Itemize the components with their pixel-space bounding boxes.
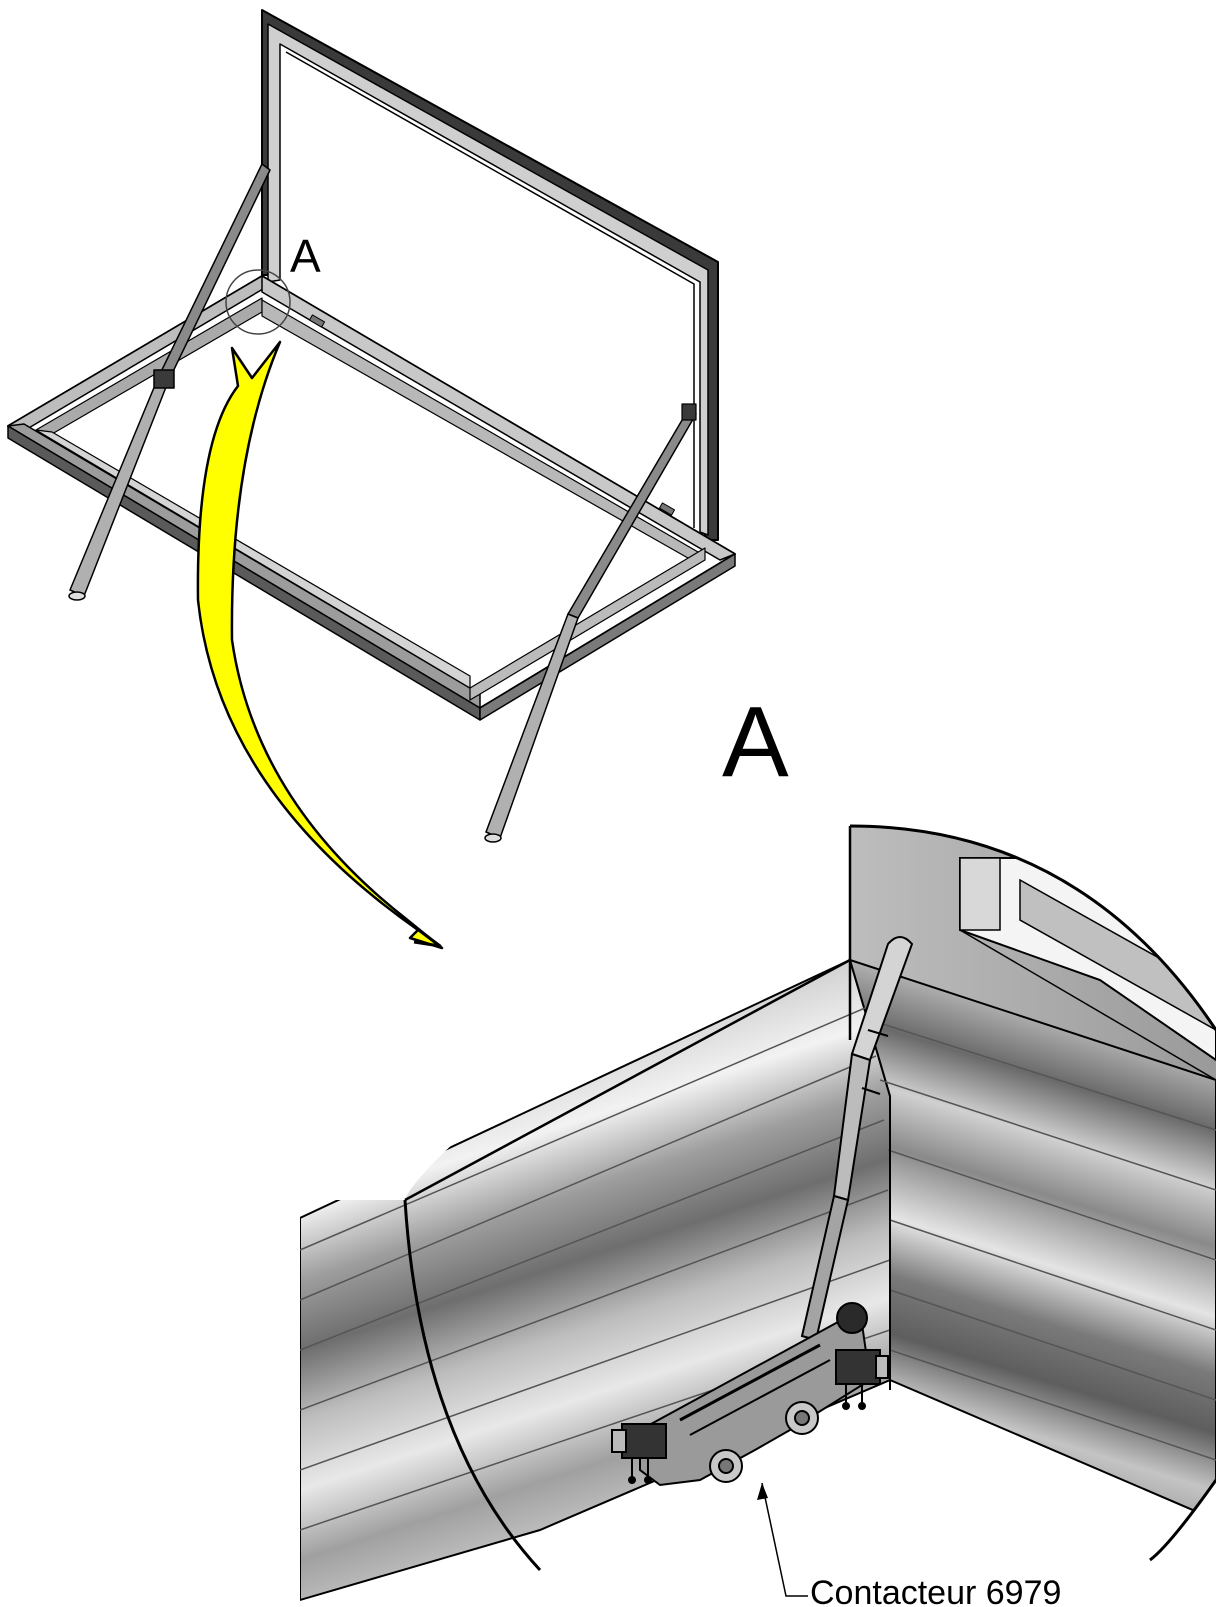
gas-strut-right [484,403,697,843]
detail-circle-a [225,269,291,335]
lid-frame [261,9,719,541]
detail-arrow [196,340,444,950]
hatch-isometric-view [7,9,736,843]
detail-title: A [722,686,789,798]
callout-leader [757,1482,808,1597]
base-frame [7,275,736,721]
detail-marker-label: A [290,230,321,282]
detail-view-a [300,824,1216,1607]
contacteur-callout-label: Contacteur 6979 [810,1574,1061,1607]
gas-strut-left [68,163,271,601]
contact-switch-assembly [611,1302,889,1487]
strut-arm-detail [800,936,914,1342]
